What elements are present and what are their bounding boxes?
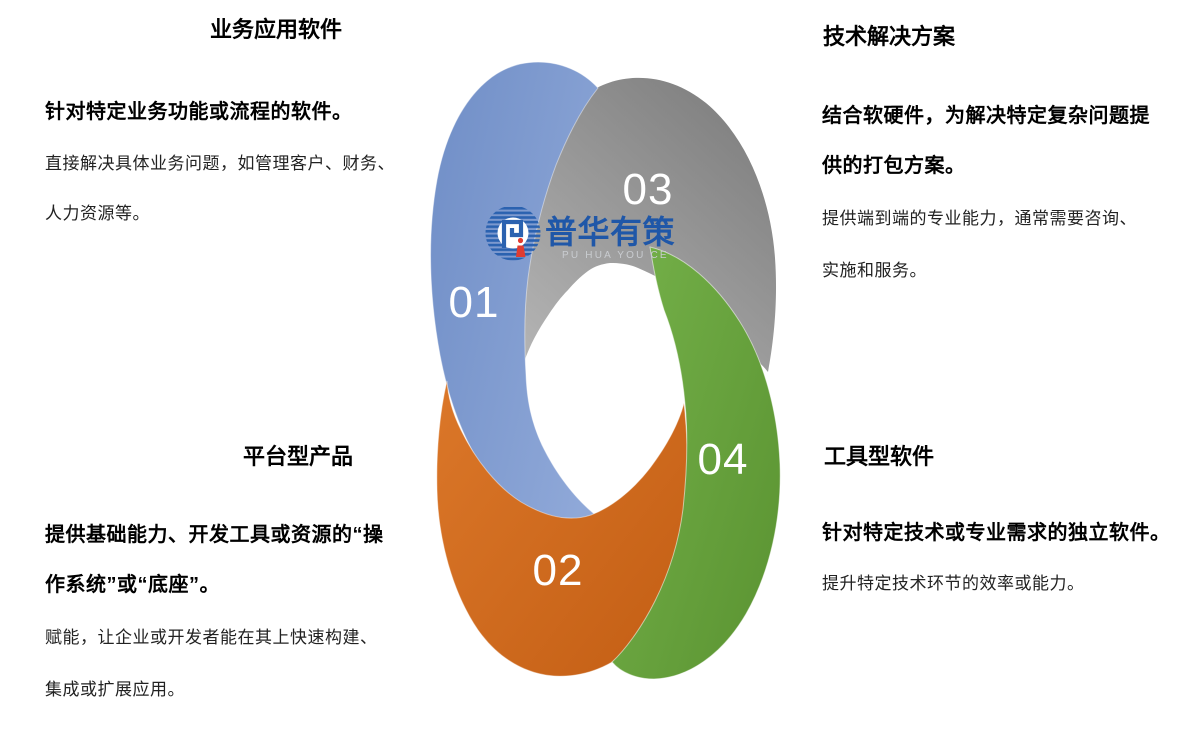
section-title-tool-software: 工具型软件 xyxy=(824,444,935,469)
ring-04-number: 04 xyxy=(698,435,749,484)
ring-03-number: 03 xyxy=(623,165,674,214)
section-text-line: 提供基础能力、开发工具或资源的“操 xyxy=(45,524,384,546)
ring-01-number: 01 xyxy=(449,278,500,327)
section-text-line: 提供端到端的专业能力，通常需要咨询、 xyxy=(822,209,1137,228)
section-text-line: 集成或扩展应用。 xyxy=(45,680,185,699)
section-text-line: 供的打包方案。 xyxy=(822,155,966,177)
logo-name: 普华有策 xyxy=(545,214,675,250)
section-text-line: 人力资源等。 xyxy=(45,204,150,223)
section-text-line: 作系统”或“底座”。 xyxy=(45,574,220,596)
ring-02-number: 02 xyxy=(533,546,584,595)
section-title-business-apps: 业务应用软件 xyxy=(210,17,343,42)
ring-04-shape xyxy=(611,246,781,680)
section-text-line: 直接解决具体业务问题，如管理客户、财务、 xyxy=(45,154,395,173)
section-text-line: 提升特定技术环节的效率或能力。 xyxy=(822,574,1085,593)
section-text-line: 针对特定业务功能或流程的软件。 xyxy=(45,101,353,123)
section-text-line: 实施和服务。 xyxy=(822,261,927,280)
section-title-platform-products: 平台型产品 xyxy=(243,444,354,469)
logo-subtext: PU HUA YOU CE xyxy=(562,250,669,261)
section-text-line: 结合软硬件，为解决特定复杂问题提 xyxy=(822,105,1150,127)
company-logo: 普华有策 PU HUA YOU CE xyxy=(485,205,675,261)
section-text-line: 赋能，让企业或开发者能在其上快速构建、 xyxy=(45,628,378,647)
section-title-tech-solutions: 技术解决方案 xyxy=(823,24,956,49)
section-text-line: 针对特定技术或专业需求的独立软件。 xyxy=(822,522,1171,544)
logo-globe-icon xyxy=(485,205,541,261)
